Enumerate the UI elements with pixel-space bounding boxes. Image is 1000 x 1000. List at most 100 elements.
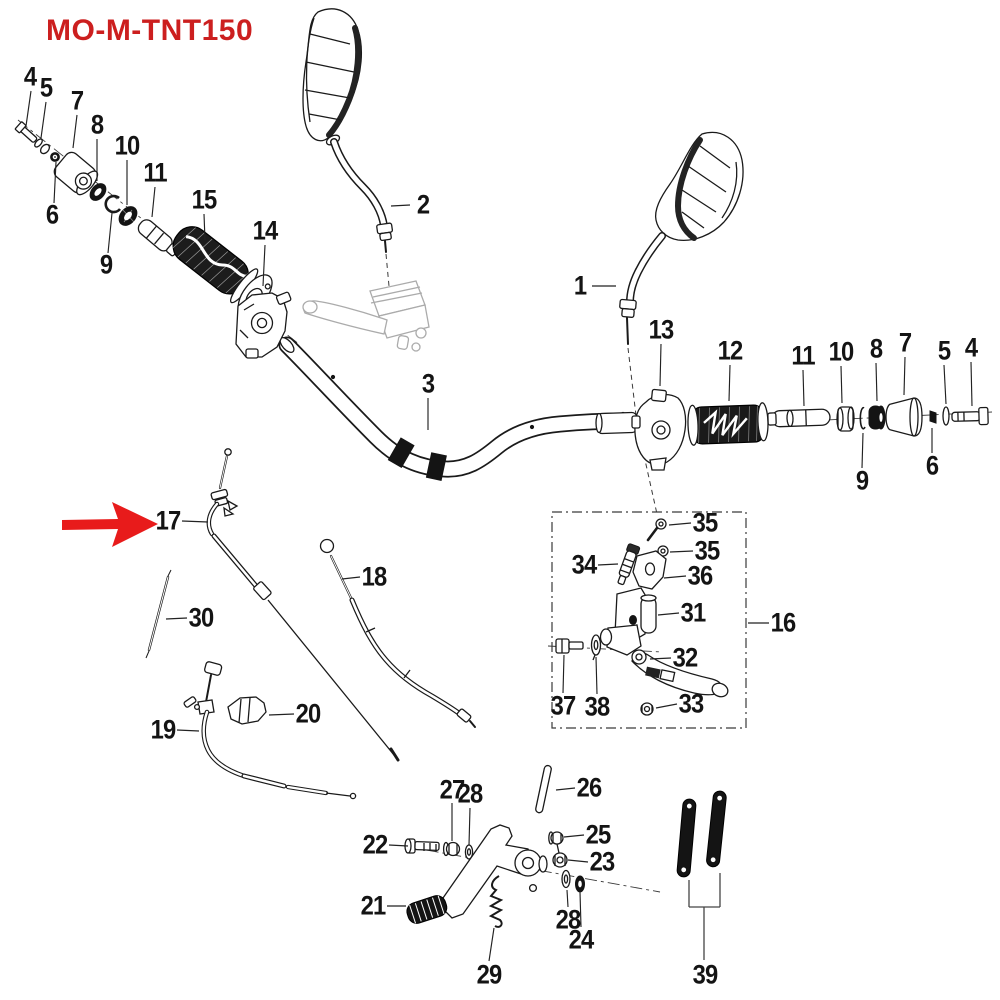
washer-28-rear	[561, 869, 571, 889]
nut-10-right	[836, 406, 855, 432]
part-label-right-13: 13	[648, 314, 675, 345]
leader-line-right-7	[903, 356, 906, 396]
part-label-screw-35a: 35	[692, 507, 719, 538]
leader-line-bracket-31	[657, 612, 680, 616]
nut-6-left	[50, 152, 60, 162]
leader-line-right-8	[875, 362, 878, 402]
rubber-boot-20	[227, 696, 267, 725]
clutch-cable-18	[319, 538, 476, 728]
part-label-left-6: 6	[45, 199, 59, 230]
switch-housing-14-left	[235, 291, 292, 359]
leader-line-right-9	[861, 432, 864, 469]
part-label-links-39: 39	[692, 959, 719, 990]
part-label-right-6: 6	[925, 450, 939, 481]
bolt-4-right	[951, 406, 989, 426]
leader-line-bolt-22	[388, 844, 409, 847]
part-label-right-10: 10	[828, 336, 855, 367]
leader-line-left-15	[203, 213, 206, 241]
bolt-34	[617, 543, 641, 586]
clamp-36	[632, 550, 667, 590]
part-label-rod-19: 19	[150, 714, 177, 745]
part-label-left-9: 9	[99, 249, 113, 280]
part-label-bolt-22: 22	[362, 829, 389, 860]
part-label-right-7: 7	[898, 327, 912, 358]
mirror-right	[619, 131, 744, 515]
leader-line-nut-23	[567, 859, 589, 863]
leader-line-rod-19	[176, 729, 200, 732]
part-label-cable-18: 18	[361, 561, 388, 592]
brake-master-cylinder-ghost	[302, 280, 430, 352]
washer-9-right	[859, 406, 866, 430]
screw-35-top	[646, 518, 667, 542]
part-label-cable-17: 17	[155, 505, 182, 536]
leader-line-right-4	[970, 361, 973, 407]
part-label-bracket-31: 31	[680, 597, 707, 628]
spring-29	[488, 875, 504, 928]
part-label-left-5: 5	[39, 72, 53, 103]
part-label-handlebar-3: 3	[421, 368, 435, 399]
part-label-right-9: 9	[855, 465, 869, 496]
leader-line-right-13	[659, 343, 662, 387]
weight-7-left	[53, 151, 99, 196]
part-label-left-15: 15	[191, 184, 218, 215]
nut-23	[552, 852, 568, 868]
washer-5-right	[942, 406, 950, 426]
part-label-nut-25: 25	[585, 819, 612, 850]
clutch-lever-32	[631, 649, 729, 698]
bar-end-tube-right	[595, 411, 638, 435]
part-label-nut-27: 27	[439, 774, 466, 805]
left-bar-end-parts	[14, 121, 292, 359]
handlebar	[278, 336, 632, 481]
leader-line-cable-17	[181, 520, 209, 523]
bolt-37	[555, 638, 584, 654]
part-label-mirror-1: 1	[573, 270, 587, 301]
choke-rod-19	[183, 661, 357, 800]
rod-30	[145, 569, 172, 659]
washer-8-left	[89, 183, 107, 201]
washer-24	[575, 875, 585, 893]
lever-bracket-31	[599, 587, 657, 656]
nut-27	[442, 841, 461, 857]
mirror-left	[302, 8, 394, 287]
leader-line-left-5	[40, 101, 47, 139]
leader-line-bolt-37	[562, 654, 565, 694]
rod-26	[535, 764, 552, 814]
right-bar-end-parts	[595, 388, 989, 471]
part-label-right-5: 5	[937, 335, 951, 366]
part-label-spring-29: 29	[476, 959, 503, 990]
grip-15-left	[170, 226, 273, 315]
bolt-22	[404, 838, 440, 854]
leader-line-washer-24	[579, 891, 582, 928]
switch-housing-13-right	[631, 388, 687, 471]
part-label-box-16: 16	[770, 607, 797, 638]
part-label-screw-35b: 35	[694, 535, 721, 566]
part-label-clamp-36: 36	[687, 560, 714, 591]
part-label-nut-33: 33	[678, 688, 705, 719]
leader-line-spring-29	[488, 927, 495, 962]
damper-8-right	[868, 405, 886, 430]
leader-line-left-14	[262, 244, 266, 287]
leader-line-screw-35b	[669, 550, 694, 553]
nut-5-left	[39, 143, 51, 155]
part-label-right-8: 8	[869, 333, 883, 364]
leader-lines	[25, 90, 973, 962]
leader-line-left-9	[107, 212, 113, 254]
part-label-bolt-37: 37	[550, 690, 577, 721]
nut-25	[548, 831, 564, 845]
leader-line-left-4	[25, 90, 32, 127]
part-label-lever-32: 32	[672, 642, 699, 673]
leader-line-left-6	[53, 161, 57, 204]
part-label-mirror-2: 2	[416, 189, 430, 220]
nut-10-left	[118, 206, 138, 226]
leader-line-right-11	[802, 369, 805, 407]
part-label-rod-26: 26	[576, 772, 603, 803]
part-label-washer-28b: 28	[555, 904, 582, 935]
leader-line-mirror-2	[390, 204, 411, 207]
part-label-washer-28a: 28	[457, 778, 484, 809]
leader-line-washer-28a	[468, 807, 471, 846]
diagram-title: MO-M-TNT150	[46, 14, 254, 47]
part-label-left-8: 8	[90, 109, 104, 140]
part-label-washer-24: 24	[568, 924, 595, 955]
leader-line-left-11	[151, 186, 156, 218]
